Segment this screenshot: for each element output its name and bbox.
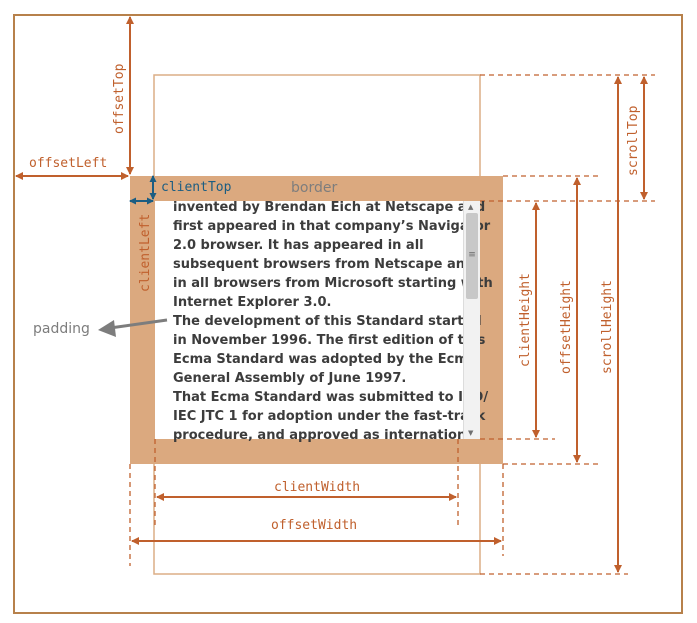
offset-height-label: offsetHeight bbox=[559, 280, 574, 374]
scrollbar-thumb[interactable]: ≡ bbox=[466, 213, 478, 299]
content-line: Internet Explorer 3.0. bbox=[173, 295, 332, 310]
content-line: General Assembly of June 1997. bbox=[173, 371, 407, 386]
vertical-scrollbar[interactable]: ▲ ≡ ▼ bbox=[463, 201, 480, 439]
client-height-label: clientHeight bbox=[518, 273, 533, 367]
scroll-top-label: scrollTop bbox=[626, 105, 641, 176]
offset-width-label: offsetWidth bbox=[271, 518, 357, 533]
client-width-label: clientWidth bbox=[274, 480, 360, 495]
element-content-text: invented by Brendan Eich at Netscape and… bbox=[173, 198, 493, 443]
padding-label: padding bbox=[33, 321, 90, 337]
padding-pointer bbox=[98, 318, 168, 337]
grip-icon: ≡ bbox=[468, 250, 476, 260]
element-client-area bbox=[155, 201, 480, 439]
content-line: IEC JTC 1 for adoption under the fast-tr… bbox=[173, 409, 486, 424]
content-line: procedure, and approved as international bbox=[173, 428, 480, 443]
offset-left-label: offsetLeft bbox=[29, 156, 107, 171]
offset-top-label: offsetTop bbox=[112, 63, 127, 134]
scroll-up-arrow-icon[interactable]: ▲ bbox=[468, 203, 474, 211]
client-edge-arrows bbox=[129, 175, 157, 205]
scroll-down-arrow-icon[interactable]: ▼ bbox=[468, 429, 474, 437]
border-label: border bbox=[291, 180, 337, 196]
content-line: invented by Brendan Eich at Netscape and bbox=[173, 200, 486, 215]
client-top-label: clientTop bbox=[161, 180, 232, 195]
measure-arrows bbox=[15, 16, 648, 573]
content-line: first appeared in that company’s Navigat… bbox=[173, 219, 491, 234]
content-line: 2.0 browser. It has appeared in all bbox=[173, 238, 424, 253]
client-left-label: clientLeft bbox=[138, 214, 153, 292]
parent-frame bbox=[13, 14, 683, 614]
content-line: Ecma Standard was adopted by the Ecma bbox=[173, 352, 477, 367]
content-line: That Ecma Standard was submitted to ISO/ bbox=[173, 390, 489, 405]
scroll-height-label: scrollHeight bbox=[600, 280, 615, 374]
content-line: in all browsers from Microsoft starting … bbox=[173, 276, 493, 291]
content-line: subsequent browsers from Netscape and bbox=[173, 257, 475, 272]
content-line: in November 1996. The first edition of t… bbox=[173, 333, 486, 348]
content-line: The development of this Standard started bbox=[173, 314, 482, 329]
